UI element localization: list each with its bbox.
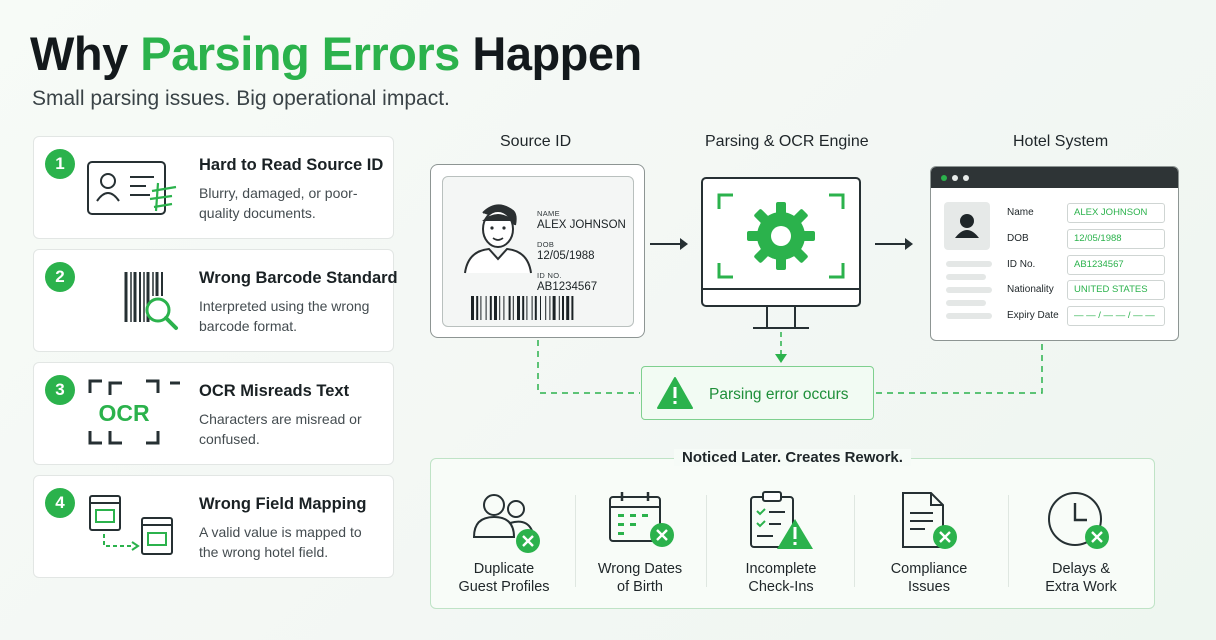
- error-message: Parsing error occurs: [709, 386, 849, 403]
- impact-label: Delays &Extra Work: [1045, 561, 1117, 595]
- cause-title: Wrong Field Mapping: [199, 495, 367, 513]
- cause-title: Wrong Barcode Standard: [199, 269, 398, 287]
- hotel-system-window: Name ALEX JOHNSON DOB 12/05/1988 ID No. …: [930, 166, 1179, 341]
- window-dot: [963, 175, 969, 181]
- cause-description: Characters are misread or confused.: [199, 411, 362, 447]
- checklist-warning-icon: [750, 491, 813, 549]
- cause-title: Hard to Read Source ID: [199, 156, 384, 174]
- ocr-frame-icon: OCR: [88, 379, 160, 445]
- calendar-error-icon: [609, 492, 674, 547]
- cause-card-1: 1 Hard to Read Source ID Blurry, damaged…: [33, 136, 394, 239]
- placeholder-line: [946, 274, 986, 280]
- id-number-label: ID NO.: [537, 271, 562, 280]
- window-dot: [941, 175, 947, 181]
- cause-title: OCR Misreads Text: [199, 382, 350, 400]
- id-dob-value: 12/05/1988: [537, 250, 595, 262]
- document-error-icon: [902, 492, 957, 549]
- placeholder-line: [946, 261, 992, 267]
- id-dob-label: DOB: [537, 240, 555, 249]
- page-subtitle: Small parsing issues. Big operational im…: [32, 87, 450, 110]
- ocr-icon-text: OCR: [98, 400, 150, 426]
- divider: [854, 495, 855, 587]
- step-number-badge: 4: [45, 488, 75, 518]
- cause-description: Blurry, damaged, or poor-quality documen…: [199, 185, 358, 221]
- field-label-expiry: Expiry Date: [1007, 310, 1059, 321]
- impact-title-text: Noticed Later. Creates Rework.: [674, 449, 911, 466]
- impact-panel: Noticed Later. Creates Rework. Duplicate…: [430, 449, 1155, 609]
- field-value-expiry[interactable]: — — / — — / — —: [1067, 306, 1165, 326]
- id-name-label: NAME: [537, 209, 560, 218]
- parsing-engine-monitor: [701, 177, 861, 329]
- arrow-right-icon: [875, 238, 913, 250]
- blurry-id-card-icon: [87, 161, 177, 215]
- ocr-scan-icon: [108, 381, 180, 445]
- barcode-magnifier-icon: [124, 272, 178, 330]
- title-part1: Why: [30, 27, 141, 80]
- cause-description: A valid value is mapped to the wrong hot…: [199, 524, 362, 560]
- clock-error-icon: [1048, 492, 1109, 549]
- title-highlight: Parsing Errors: [140, 27, 460, 80]
- user-avatar-icon: [955, 214, 979, 238]
- error-connectors: [537, 332, 1043, 394]
- avatar: [944, 202, 990, 250]
- placeholder-line: [946, 300, 986, 306]
- window-dot: [952, 175, 958, 181]
- id-number-value: AB1234567: [537, 281, 598, 293]
- id-barcode: [471, 296, 574, 320]
- field-value-nationality[interactable]: UNITED STATES: [1067, 280, 1165, 300]
- field-label-dob: DOB: [1007, 233, 1029, 244]
- source-id-card: NAME ALEX JOHNSON DOB 12/05/1988 ID NO. …: [430, 164, 645, 338]
- placeholder-line: [946, 287, 992, 293]
- step-number-badge: 1: [45, 149, 75, 179]
- id-card-face: NAME ALEX JOHNSON DOB 12/05/1988 ID NO. …: [442, 176, 634, 327]
- field-mapping-icon: [89, 495, 173, 555]
- placeholder-line: [946, 313, 992, 319]
- page-title: Why Parsing Errors Happen: [30, 26, 642, 81]
- window-title-bar: [931, 167, 1178, 188]
- impact-item: Delays &Extra Work: [1011, 485, 1151, 603]
- field-label-id: ID No.: [1007, 259, 1036, 270]
- cause-card-3: 3 OCR OCR Misreads Text Characters are m…: [33, 362, 394, 465]
- cause-card-2: 2 Wrong Barcode Standard Interpreted usi…: [33, 249, 398, 352]
- hotel-system-label: Hotel System: [1013, 133, 1109, 150]
- portrait-icon: [464, 204, 532, 274]
- impact-title: Noticed Later. Creates Rework.: [431, 449, 1154, 475]
- field-label-name: Name: [1007, 207, 1034, 218]
- cause-description: Interpreted using the wrong barcode form…: [199, 298, 370, 334]
- warning-icon: [657, 377, 693, 409]
- title-part2: Happen: [459, 27, 642, 80]
- divider: [1008, 495, 1009, 587]
- field-value-id[interactable]: AB1234567: [1067, 255, 1165, 275]
- users-error-icon: [472, 494, 540, 553]
- engine-label: Parsing & OCR Engine: [705, 133, 869, 150]
- parsing-error-box: Parsing error occurs: [641, 366, 874, 420]
- gear-icon: [747, 202, 815, 270]
- cause-card-4: 4 Wrong Field Mapping A valid value is m…: [33, 475, 394, 578]
- step-number-badge: 3: [45, 375, 75, 405]
- field-value-name[interactable]: ALEX JOHNSON: [1067, 203, 1165, 223]
- field-value-dob[interactable]: 12/05/1988: [1067, 229, 1165, 249]
- divider: [575, 495, 576, 587]
- field-label-nationality: Nationality: [1007, 284, 1054, 295]
- source-id-label: Source ID: [500, 133, 572, 150]
- arrow-right-icon: [650, 238, 688, 250]
- divider: [706, 495, 707, 587]
- step-number-badge: 2: [45, 262, 75, 292]
- id-name-value: ALEX JOHNSON: [537, 219, 626, 231]
